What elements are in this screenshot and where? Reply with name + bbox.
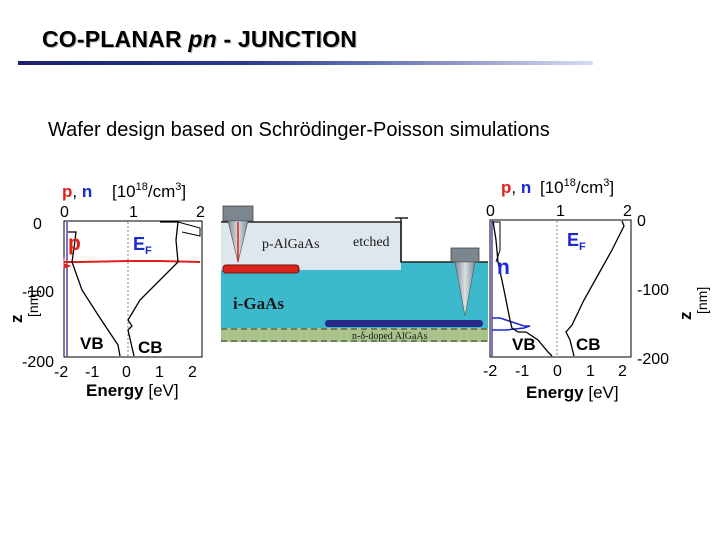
slide-subtitle: Wafer design based on Schrödinger-Poisso…: [48, 119, 550, 141]
right-region-n: n: [497, 256, 510, 279]
label-p-algaas: p-AlGaAs: [262, 237, 320, 252]
right-z-tick-200: -200: [637, 351, 669, 368]
left-top-tick-0: 0: [60, 204, 69, 221]
left-plot-frame: [63, 220, 203, 358]
title-underline: [18, 61, 593, 65]
slide-title: CO-PLANAR pn - JUNCTION: [42, 26, 358, 52]
right-cb-label: CB: [576, 335, 601, 354]
left-vb-curve: [68, 231, 121, 357]
left-cb-top: [177, 221, 201, 237]
label-etched: etched: [353, 235, 390, 250]
left-top-unit: [1018/cm3]: [112, 181, 186, 201]
wafer-p-doping-bar: [222, 264, 300, 274]
wafer-p-algaas-layer: [221, 222, 401, 270]
right-bottom-tick-1: 1: [586, 363, 595, 380]
left-top-tick-2: 2: [196, 204, 205, 221]
left-z-tick-0: 0: [33, 216, 42, 233]
left-z-label: z: [7, 315, 26, 324]
left-cb-curve: [127, 221, 179, 357]
right-probe-head: [450, 247, 480, 263]
wafer-cross-section: p-AlGaAs etched i-GaAs n-δ-doped AlGaAs: [221, 205, 488, 342]
left-z-tick-200: -200: [22, 354, 54, 371]
left-top-tick-1: 1: [129, 204, 138, 221]
left-band-plot: p, n [1018/cm3] 0 1 2 0 -100 -200 z [nm]…: [7, 181, 205, 400]
label-n-doped-algaas: n-δ-doped AlGaAs: [352, 331, 428, 342]
left-bottom-tick-1: 1: [155, 364, 164, 381]
left-p-density-peak: [64, 260, 201, 263]
right-n-density: [492, 317, 531, 331]
right-z-tick-0: 0: [637, 213, 646, 230]
label-i-gaas: i-GaAs: [233, 294, 284, 313]
right-bottom-tick-m2: -2: [483, 363, 497, 380]
right-plot-frame: [489, 219, 632, 358]
right-ef-label: EF: [567, 230, 586, 253]
right-band-plot: p, n [1018/cm3] 0 1 2 0 -100 -200 z [nm]…: [483, 177, 710, 402]
wafer-substrate: [221, 328, 488, 342]
right-probe-tip: [454, 261, 476, 317]
title-italic: pn: [188, 26, 217, 52]
right-vb-top: [494, 221, 501, 263]
wafer-n-doping-bar: [325, 320, 483, 327]
right-z-label: z: [676, 312, 695, 321]
left-bottom-tick-0: 0: [122, 364, 131, 381]
right-top-tick-2: 2: [623, 203, 632, 220]
left-p-density-fill: [63, 258, 72, 269]
right-energy-label: Energy [eV]: [526, 383, 619, 402]
right-vb-label: VB: [512, 335, 536, 354]
left-bottom-tick-m2: -2: [54, 364, 68, 381]
right-cb-curve: [565, 220, 625, 357]
right-bottom-tick-m1: -1: [515, 363, 529, 380]
left-vb-label: VB: [80, 334, 104, 353]
right-top-tick-1: 1: [556, 203, 565, 220]
left-region-p: p: [68, 232, 81, 255]
left-bottom-tick-2: 2: [188, 364, 197, 381]
left-cb-label: CB: [138, 338, 163, 357]
left-bottom-tick-m1: -1: [85, 364, 99, 381]
wafer-i-gaas-layer: [221, 262, 488, 328]
left-probe-head: [222, 205, 254, 222]
left-z-unit: [nm]: [25, 290, 41, 317]
right-top-unit: [1018/cm3]: [540, 177, 614, 197]
left-z-tick-100: -100: [22, 284, 54, 301]
right-pn-label: p, n: [501, 178, 531, 197]
right-z-unit: [nm]: [694, 287, 710, 314]
right-bottom-tick-0: 0: [553, 363, 562, 380]
left-pn-label: p, n: [62, 182, 92, 201]
right-top-tick-0: 0: [486, 203, 495, 220]
right-bottom-tick-2: 2: [618, 363, 627, 380]
right-z-tick-100: -100: [637, 282, 669, 299]
left-energy-label: Energy [eV]: [86, 381, 179, 400]
right-vb-curve: [492, 220, 553, 357]
left-ef-label: EF: [133, 234, 152, 257]
